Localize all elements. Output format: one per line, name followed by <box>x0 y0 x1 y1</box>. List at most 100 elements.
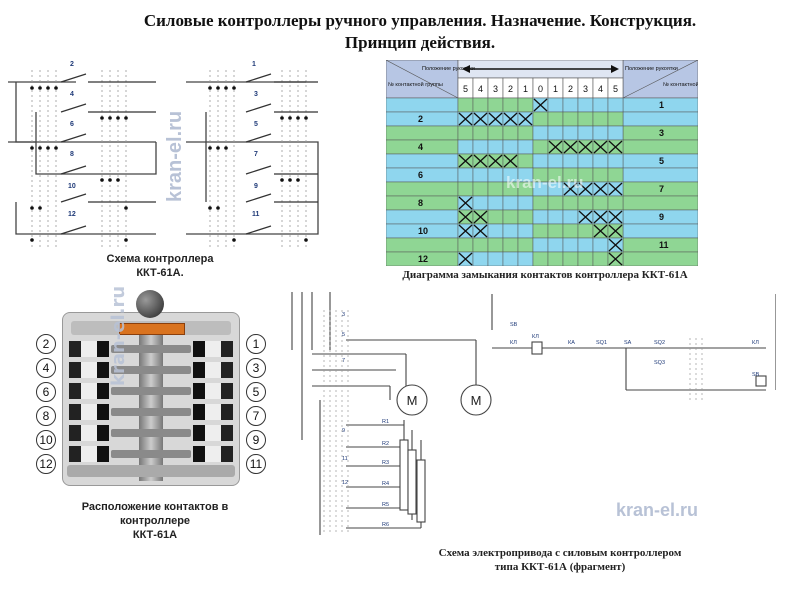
diagram-header-right-diagonal <box>622 60 698 99</box>
photo-watermark: kran-el.ru <box>108 285 129 386</box>
group-cell-left <box>386 181 459 197</box>
label-kl-1: КЛ <box>510 340 517 346</box>
contact-cell <box>547 223 564 239</box>
circuit-num-4: 11 <box>342 456 348 462</box>
closed-contact-mark <box>578 140 593 154</box>
scheme-label-right-5: 11 <box>252 211 260 218</box>
closed-contact-mark <box>458 154 473 168</box>
title-line-1: Силовые контроллеры ручного управления. … <box>143 11 697 30</box>
contact-cell <box>592 237 609 253</box>
contact-cell <box>502 223 519 239</box>
contact-label-left: 8 <box>36 406 56 426</box>
contact-cell <box>457 139 474 155</box>
scheme-caption-line-1: Схема контроллера <box>106 253 214 265</box>
position-label: 1 <box>553 84 558 94</box>
scheme-label-left-3: 8 <box>70 151 74 158</box>
contact-cell <box>502 195 519 211</box>
contact-cell <box>502 209 519 225</box>
contact-cell <box>607 195 624 211</box>
closed-contact-mark <box>608 182 623 196</box>
contact-cell <box>502 251 519 266</box>
diagram-watermark: kran-el.ru <box>506 173 583 192</box>
contact-cell <box>592 153 609 169</box>
contact-cell <box>457 97 474 113</box>
scheme-label-left-4: 10 <box>68 183 76 190</box>
scheme-caption: Схема контроллера ККТ-61А. <box>60 252 260 280</box>
closed-contact-mark <box>608 238 623 252</box>
contact-cell <box>517 139 534 155</box>
closed-contact-mark <box>473 154 488 168</box>
group-cell-right <box>622 195 698 211</box>
closed-contact-mark <box>503 112 518 126</box>
scheme-label-right-2: 5 <box>254 121 258 128</box>
resistor-r3: R3 <box>382 460 389 466</box>
contact-cell <box>487 209 504 225</box>
contact-cell <box>547 209 564 225</box>
closed-contact-mark <box>548 140 563 154</box>
contact-block-right <box>193 425 233 441</box>
label-kl-3: КЛ <box>752 340 759 346</box>
closed-contact-mark <box>473 112 488 126</box>
contact-cell <box>592 125 609 141</box>
contact-cell <box>532 153 549 169</box>
diagram-caption: Диаграмма замыкания контактов контроллер… <box>402 269 688 281</box>
contact-cell <box>472 251 489 266</box>
contact-cell <box>532 251 549 266</box>
contact-cell <box>457 237 474 253</box>
contact-cell <box>547 195 564 211</box>
contact-cell <box>472 97 489 113</box>
closed-contact-mark <box>488 154 503 168</box>
contact-cell <box>577 125 594 141</box>
contact-block-right <box>193 404 233 420</box>
label-sq2: SQ2 <box>654 340 665 346</box>
diagram-header-right-sub: № контактной группы <box>663 81 698 88</box>
closed-contact-mark <box>458 112 473 126</box>
left-arrowhead-icon <box>462 65 470 73</box>
right-group-number: 9 <box>659 212 664 222</box>
position-label: 0 <box>538 84 543 94</box>
closed-contact-mark <box>593 224 608 238</box>
contact-label-left: 6 <box>36 382 56 402</box>
drive-circuit: M M R1 R2 R3 R4 R5 R6 3 5 7 9 11 12 SB К… <box>291 292 776 535</box>
contact-cell <box>577 97 594 113</box>
contact-cell <box>532 125 549 141</box>
contact-cell <box>517 153 534 169</box>
position-label: 5 <box>613 84 618 94</box>
contact-bridge <box>111 387 191 395</box>
diagram-header-left-diagonal <box>386 60 459 99</box>
contact-row <box>69 383 233 399</box>
group-cell-left <box>386 209 459 225</box>
position-label: 2 <box>508 84 513 94</box>
closed-contact-mark <box>533 98 548 112</box>
group-cell-right <box>622 111 698 127</box>
contact-cell <box>577 237 594 253</box>
contact-row <box>69 341 233 357</box>
contact-cell <box>457 125 474 141</box>
contact-bridge <box>111 366 191 374</box>
contact-label-right: 5 <box>246 382 266 402</box>
closed-contact-mark <box>503 154 518 168</box>
position-label: 2 <box>568 84 573 94</box>
resistor-r5: R5 <box>382 502 389 508</box>
contact-cell <box>457 181 474 197</box>
contact-label-right: 11 <box>246 454 266 474</box>
contact-cell <box>547 251 564 266</box>
closed-contact-mark <box>473 210 488 224</box>
scheme-label-left-5: 12 <box>68 211 76 218</box>
contact-cell <box>532 237 549 253</box>
contact-cell <box>607 153 624 169</box>
contact-label-left: 12 <box>36 454 56 474</box>
contact-block-right <box>193 383 233 399</box>
group-cell-right <box>622 167 698 183</box>
contact-cell <box>517 209 534 225</box>
contact-cell <box>517 223 534 239</box>
scheme-label-right-4: 9 <box>254 183 258 190</box>
contact-cell <box>592 167 609 183</box>
contact-cell <box>592 97 609 113</box>
contact-cell <box>532 209 549 225</box>
contact-cell <box>502 237 519 253</box>
contact-cell <box>592 251 609 266</box>
closed-contact-mark <box>578 182 593 196</box>
contact-cell <box>607 167 624 183</box>
contact-label-right: 9 <box>246 430 266 450</box>
